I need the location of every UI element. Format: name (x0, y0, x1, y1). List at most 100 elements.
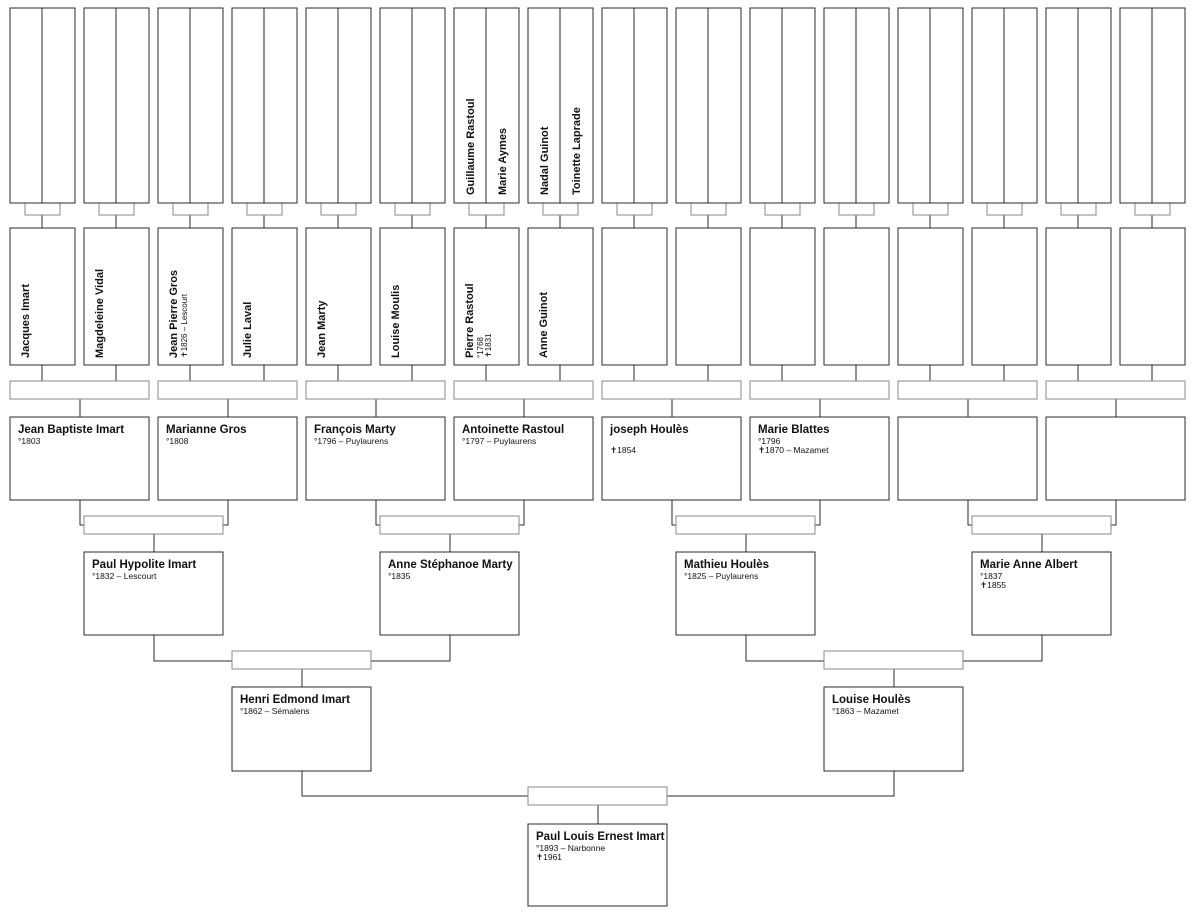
person-box[interactable]: Henri Edmond Imart°1862 – Sémalens (231, 686, 372, 772)
person-box-frame (41, 7, 76, 204)
person-box[interactable] (263, 7, 298, 204)
person-box[interactable]: Pierre Rastoul°1768✝1831 (453, 227, 520, 366)
person-box[interactable] (411, 7, 446, 204)
person-box[interactable] (9, 7, 44, 204)
person-box[interactable]: Jean Pierre Gros✝1826 – Lescourt (157, 227, 224, 366)
marriage-box (246, 202, 283, 216)
person-box-frame (305, 416, 446, 501)
person-name: Henri Edmond Imart (240, 694, 350, 706)
person-box[interactable]: Julie Laval (231, 227, 298, 366)
person-box[interactable]: Guillaume Rastoul (453, 7, 488, 204)
person-box[interactable]: Jean Marty (305, 227, 372, 366)
marriage-box (394, 202, 431, 216)
person-box[interactable]: Jacques Imart (9, 227, 76, 366)
person-box[interactable] (707, 7, 742, 204)
person-vital-line: ✝1961 (536, 852, 562, 862)
person-box[interactable] (929, 7, 964, 204)
person-name: François Marty (314, 424, 396, 436)
person-box[interactable] (971, 227, 1038, 366)
person-box[interactable] (337, 7, 372, 204)
person-box[interactable] (675, 227, 742, 366)
person-box-frame (231, 7, 266, 204)
person-box[interactable] (601, 7, 636, 204)
person-box[interactable]: Louise Moulis (379, 227, 446, 366)
person-boxes: Paul Louis Ernest Imart°1893 – Narbonne✝… (9, 7, 1186, 907)
person-box[interactable] (305, 7, 340, 204)
person-box[interactable] (633, 7, 668, 204)
person-box[interactable] (1003, 7, 1038, 204)
person-name: Paul Hypolite Imart (92, 559, 196, 571)
person-box-frame (305, 227, 372, 366)
marriage-box (542, 202, 579, 216)
person-box[interactable]: Louise Houlès°1863 – Mazamet (823, 686, 964, 772)
person-box[interactable] (41, 7, 76, 204)
person-box[interactable] (1045, 227, 1112, 366)
person-box[interactable]: Antoinette Rastoul°1797 – Puylaurens (453, 416, 594, 501)
person-box[interactable]: Marie Blattes°1796✝1870 – Mazamet (749, 416, 890, 501)
person-box[interactable]: Marianne Gros°1808 (157, 416, 298, 501)
person-box-frame (559, 7, 594, 204)
person-box[interactable] (749, 227, 816, 366)
person-box[interactable]: Nadal Guinot (527, 7, 562, 204)
marriage-box (838, 202, 875, 216)
person-box-frame (83, 227, 150, 366)
person-box-frame (337, 7, 372, 204)
person-vital-line: °1825 – Puylaurens (684, 571, 758, 581)
person-vital-line: °1797 – Puylaurens (462, 436, 536, 446)
person-box[interactable] (1151, 7, 1186, 204)
person-box[interactable]: joseph Houlès✝1854 (601, 416, 742, 501)
person-box[interactable] (189, 7, 224, 204)
person-box[interactable]: Marie Anne Albert°1837✝1855 (971, 551, 1112, 636)
marriage-box (616, 202, 653, 216)
person-box[interactable]: Magdeleine Vidal (83, 227, 150, 366)
person-box[interactable] (781, 7, 816, 204)
person-box-frame (1003, 7, 1038, 204)
person-vital-line: °1835 (388, 571, 411, 581)
person-box[interactable] (231, 7, 266, 204)
person-box[interactable] (1119, 7, 1154, 204)
person-box[interactable] (601, 227, 668, 366)
person-box-frame (1119, 7, 1154, 204)
person-vital-line: ✝1870 – Mazamet (758, 445, 829, 455)
person-box[interactable] (897, 7, 932, 204)
person-box[interactable]: Anne Guinot (527, 227, 594, 366)
person-box[interactable]: Marie Aymes (485, 7, 520, 204)
person-box[interactable] (379, 7, 414, 204)
person-box[interactable]: Anne Stéphanoe Marty°1835 (379, 551, 520, 636)
person-box[interactable] (1045, 7, 1080, 204)
person-name: Louise Moulis (390, 285, 402, 358)
person-box[interactable] (971, 7, 1006, 204)
person-box[interactable]: François Marty°1796 – Puylaurens (305, 416, 446, 501)
person-vital-line: ✝1831 (484, 333, 493, 358)
person-name: Jean Pierre Gros (168, 270, 180, 358)
person-box[interactable] (897, 416, 1038, 501)
marriage-box (305, 380, 446, 400)
person-box[interactable] (83, 7, 118, 204)
person-box-frame (781, 7, 816, 204)
marriage-box (320, 202, 357, 216)
person-box[interactable] (823, 7, 858, 204)
person-box[interactable] (897, 227, 964, 366)
person-box[interactable] (675, 7, 710, 204)
person-box-frame (263, 7, 298, 204)
person-box[interactable] (157, 7, 192, 204)
person-box[interactable] (1045, 416, 1186, 501)
person-vital-line: °1837 (980, 571, 1003, 581)
person-box[interactable] (1077, 7, 1112, 204)
person-box[interactable] (855, 7, 890, 204)
person-box[interactable]: Mathieu Houlès°1825 – Puylaurens (675, 551, 816, 636)
person-box-frame (897, 416, 1038, 501)
person-box[interactable]: Jean Baptiste Imart°1803 (9, 416, 150, 501)
person-box[interactable] (115, 7, 150, 204)
person-box[interactable]: Paul Louis Ernest Imart°1893 – Narbonne✝… (527, 823, 668, 907)
person-box-frame (749, 416, 890, 501)
person-box-frame (83, 551, 224, 636)
person-box-frame (9, 416, 150, 501)
person-box[interactable] (1119, 227, 1186, 366)
person-box[interactable] (749, 7, 784, 204)
person-box-frame (675, 7, 710, 204)
person-box[interactable]: Toinette Laprade (559, 7, 594, 204)
person-box[interactable] (823, 227, 890, 366)
person-vital-line: °1832 – Lescourt (92, 571, 157, 581)
person-box[interactable]: Paul Hypolite Imart°1832 – Lescourt (83, 551, 224, 636)
